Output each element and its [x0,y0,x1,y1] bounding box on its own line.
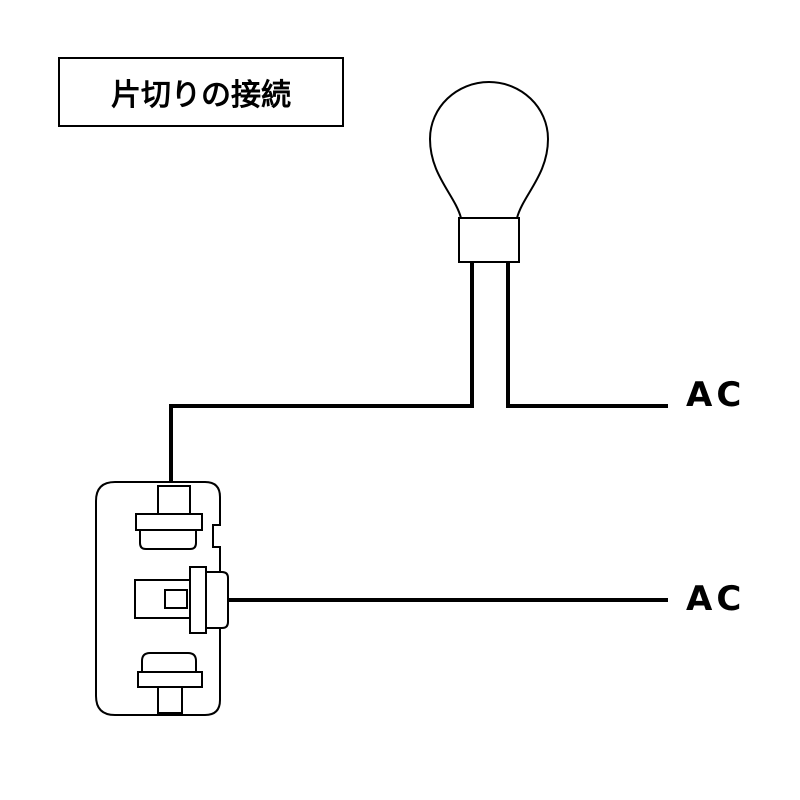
bulb-glass [428,80,550,219]
wall-switch-plate [95,481,229,716]
wires [169,262,668,602]
wire-bulb-to-ac-top [506,262,668,408]
switch-terminal-bottom [137,652,203,714]
diagram-title: 片切りの接続 [58,57,344,127]
bulb-base [458,217,520,263]
ac-label-top: AC [686,375,746,415]
ac-label-bottom: AC [686,579,746,619]
light-bulb [428,80,550,263]
switch-terminal-middle [134,566,229,634]
wire-bulb-to-switch [169,262,474,520]
switch-terminal-top [135,485,203,550]
